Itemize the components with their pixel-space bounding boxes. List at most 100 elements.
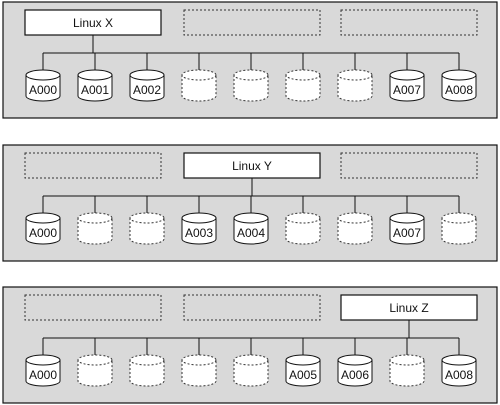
disk-attached[interactable]: A001	[77, 69, 113, 102]
disk-top	[77, 69, 113, 81]
disk-body	[441, 218, 477, 245]
disk-body	[233, 75, 269, 102]
disk-body	[129, 218, 165, 245]
disk-unattached[interactable]	[129, 354, 165, 387]
disk-attached[interactable]: A008	[441, 69, 477, 102]
panel-3: Linux Z A000 A005 A006 A008	[2, 286, 498, 404]
disk-top	[25, 212, 61, 224]
disk-top	[441, 354, 477, 366]
disk-body	[77, 360, 113, 387]
disk-top	[77, 212, 113, 224]
disk-top	[389, 69, 425, 81]
disk-body	[389, 218, 425, 245]
disk-top	[441, 212, 477, 224]
disk-top	[233, 354, 269, 366]
disk-unattached[interactable]	[337, 212, 373, 245]
disk-body	[25, 360, 61, 387]
disk-label: A005	[289, 368, 317, 382]
disk-top	[181, 354, 217, 366]
disk-unattached[interactable]	[181, 69, 217, 102]
disk-top	[181, 69, 217, 81]
disk-unattached[interactable]	[285, 212, 321, 245]
disk-attached[interactable]: A007	[389, 212, 425, 245]
disk-unattached[interactable]	[233, 354, 269, 387]
disk-top	[389, 354, 425, 366]
disk-attached[interactable]: A002	[129, 69, 165, 102]
host-box[interactable]: Linux Z	[340, 294, 478, 321]
disk-unattached[interactable]	[77, 354, 113, 387]
disk-body	[441, 360, 477, 387]
panel-2: Linux Y A000 A003 A004 A007	[2, 144, 498, 262]
host-box[interactable]: Linux Y	[183, 152, 321, 179]
disk-top	[233, 69, 269, 81]
disk-attached[interactable]: A000	[25, 69, 61, 102]
disk-top	[129, 354, 165, 366]
disk-body	[77, 75, 113, 102]
panel-1: Linux X A000 A001 A002 A007 A008	[2, 1, 498, 119]
disk-attached[interactable]: A000	[25, 212, 61, 245]
host-label: Linux X	[73, 16, 113, 30]
disk-body	[25, 218, 61, 245]
disk-attached[interactable]: A000	[25, 354, 61, 387]
disk-unattached[interactable]	[285, 69, 321, 102]
empty-host-slot	[340, 9, 478, 36]
disk-top	[129, 212, 165, 224]
disk-unattached[interactable]	[181, 354, 217, 387]
disk-top	[389, 212, 425, 224]
disk-attached[interactable]: A008	[441, 354, 477, 387]
disk-top	[285, 354, 321, 366]
disk-label: A001	[81, 83, 109, 97]
disk-body	[129, 360, 165, 387]
disk-body	[285, 75, 321, 102]
disk-top	[337, 354, 373, 366]
disk-attached[interactable]: A007	[389, 69, 425, 102]
disk-body	[441, 75, 477, 102]
disk-body	[285, 218, 321, 245]
disk-body	[181, 75, 217, 102]
disk-body	[25, 75, 61, 102]
disk-body	[337, 75, 373, 102]
empty-host-slot	[24, 152, 162, 179]
empty-host-slot	[183, 9, 321, 36]
disk-top	[337, 212, 373, 224]
disk-top	[77, 354, 113, 366]
disk-unattached[interactable]	[233, 69, 269, 102]
disk-body	[233, 218, 269, 245]
disk-label: A003	[185, 226, 213, 240]
disk-body	[389, 360, 425, 387]
disk-unattached[interactable]	[337, 69, 373, 102]
disk-body	[285, 360, 321, 387]
disk-attached[interactable]: A004	[233, 212, 269, 245]
disk-unattached[interactable]	[441, 212, 477, 245]
host-label: Linux Z	[389, 301, 428, 315]
disk-attached[interactable]: A003	[181, 212, 217, 245]
disk-body	[181, 218, 217, 245]
empty-host-slot	[183, 294, 321, 321]
disk-label: A002	[133, 83, 161, 97]
disk-unattached[interactable]	[77, 212, 113, 245]
disk-top	[181, 212, 217, 224]
host-box-frame	[24, 9, 162, 36]
host-box[interactable]: Linux X	[24, 9, 162, 36]
disk-body	[233, 360, 269, 387]
disk-body	[389, 75, 425, 102]
disk-body	[337, 218, 373, 245]
disk-label: A007	[393, 226, 421, 240]
disk-label: A000	[29, 226, 57, 240]
disk-top	[441, 69, 477, 81]
disk-top	[129, 69, 165, 81]
disk-attached[interactable]: A006	[337, 354, 373, 387]
host-label: Linux Y	[232, 159, 272, 173]
disk-body	[129, 75, 165, 102]
empty-host-slot	[24, 294, 162, 321]
disk-top	[285, 69, 321, 81]
disk-unattached[interactable]	[389, 354, 425, 387]
disk-attached[interactable]: A005	[285, 354, 321, 387]
disk-top	[25, 69, 61, 81]
disk-body	[77, 218, 113, 245]
disk-label: A008	[445, 368, 473, 382]
disk-label: A007	[393, 83, 421, 97]
disk-unattached[interactable]	[129, 212, 165, 245]
disk-top	[337, 69, 373, 81]
